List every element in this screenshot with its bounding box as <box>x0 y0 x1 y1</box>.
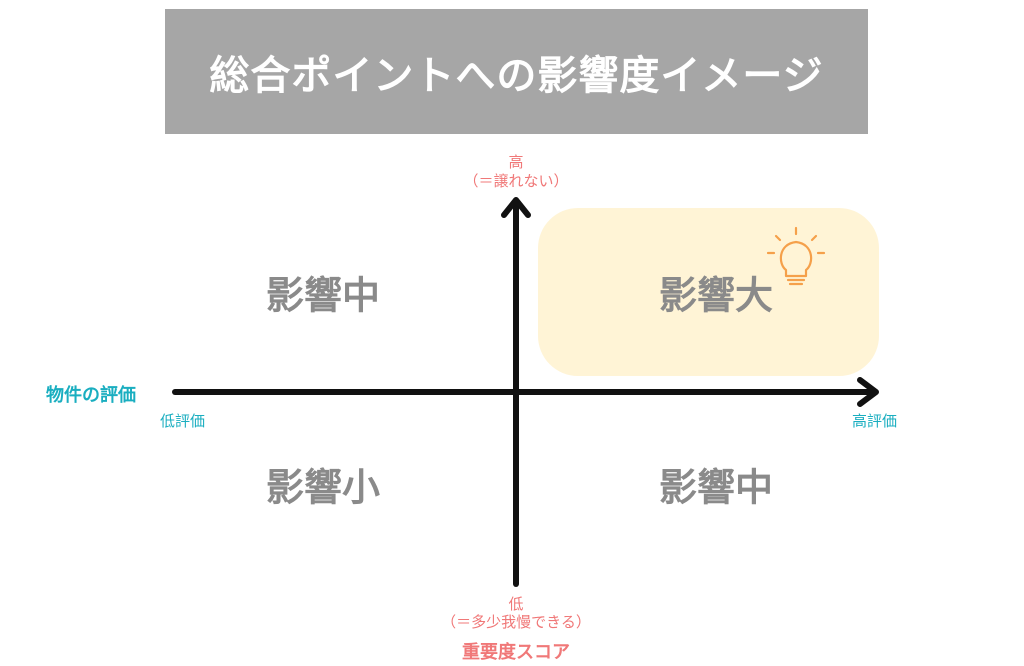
highlight-box <box>538 208 879 376</box>
quadrant-bottom-left-label: 影響小 <box>265 465 381 510</box>
x-axis-low-label: 低評価 <box>160 412 206 430</box>
lightbulb-icon <box>766 226 826 286</box>
y-axis-high-note: （＝譲れない） <box>463 172 569 190</box>
page-title: 総合ポイントへの影響度イメージ <box>209 52 824 99</box>
x-axis-arrowhead <box>857 377 879 407</box>
y-axis-low-note: （＝多少我慢できる） <box>441 613 591 631</box>
y-axis-low-label: 低 <box>508 595 524 613</box>
quadrant-top-right-label: 影響大 <box>658 273 774 318</box>
y-axis-title: 重要度スコア <box>462 642 570 663</box>
y-axis-high-label: 高 <box>508 153 524 171</box>
x-axis-title: 物件の評価 <box>46 385 136 406</box>
title-banner: 総合ポイントへの影響度イメージ <box>165 9 868 134</box>
y-axis-arrowhead <box>501 197 531 218</box>
quadrant-bottom-right-label: 影響中 <box>658 465 774 510</box>
quadrant-top-left-label: 影響中 <box>265 273 381 318</box>
x-axis-high-label: 高評価 <box>852 412 898 430</box>
